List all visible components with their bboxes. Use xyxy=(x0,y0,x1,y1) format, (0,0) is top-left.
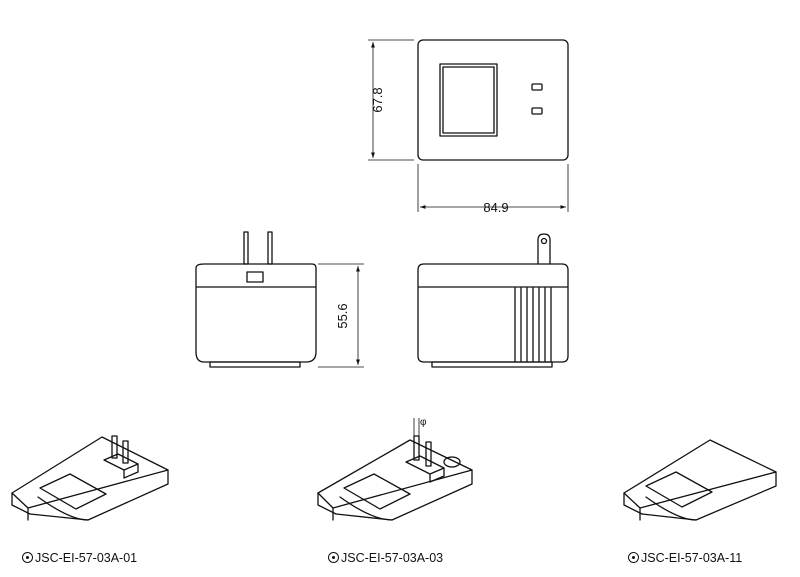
isometric-view-11 xyxy=(623,439,777,521)
model-caption-11: JSC-EI-57-03A-11 xyxy=(628,551,742,565)
side-view-left: 55.6 xyxy=(195,231,364,368)
model-caption-01: JSC-EI-57-03A-01 xyxy=(22,551,137,565)
model-label-01: JSC-EI-57-03A-01 xyxy=(35,551,138,565)
isometric-view-01 xyxy=(11,435,169,521)
model-label-03: JSC-EI-57-03A-03 xyxy=(341,551,444,565)
isometric-view-03: φ xyxy=(317,417,473,521)
depth-dimension-label: 55.6 xyxy=(335,303,350,328)
height-dimension-label: 67.8 xyxy=(370,87,385,112)
model-caption-03: JSC-EI-57-03A-03 xyxy=(328,551,443,565)
pin-diameter-label: φ xyxy=(420,417,427,428)
target-icon xyxy=(22,552,33,563)
width-dimension-label: 84.9 xyxy=(483,200,508,215)
front-view: 67.8 84.9 xyxy=(368,39,569,215)
target-icon xyxy=(328,552,339,563)
model-label-11: JSC-EI-57-03A-11 xyxy=(641,551,743,565)
side-view-right xyxy=(417,233,569,368)
target-icon xyxy=(628,552,639,563)
